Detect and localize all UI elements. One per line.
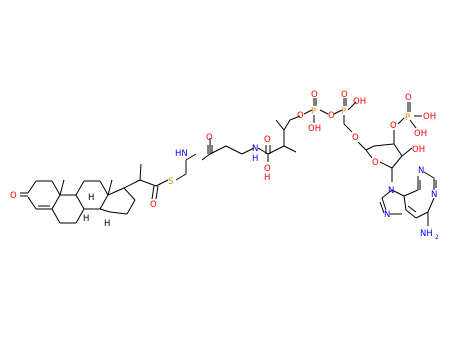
adenine-n9-label: N (388, 186, 394, 196)
amide2-nitrogen-label: N (252, 144, 258, 154)
amide2-oxygen-label: O (264, 135, 271, 145)
adenine-rings (379, 171, 437, 226)
ribose-3-oxygen-label: O (390, 121, 397, 131)
ribose-ring (357, 130, 413, 182)
bridge-oxygen-label: O (328, 111, 335, 121)
phosphate-3-bonds (397, 102, 422, 129)
phosphate-3-hydroxyl-2-label: OH (414, 129, 427, 139)
ester-oxygen-label: O (297, 111, 304, 121)
ribose-ring-oxygen-label: O (372, 158, 379, 168)
hydrogen-label-c9: H (83, 214, 89, 224)
phosphate-1-double-oxygen-label: O (311, 90, 318, 100)
phosphate-2-double-oxygen-label: O (341, 90, 348, 100)
hydrogen-label-c8: H (88, 193, 94, 203)
phosphate-3-double-oxygen-label: O (405, 93, 412, 103)
thioester-oxygen-label: O (150, 200, 157, 210)
thioester-sulfur-label: S (168, 177, 173, 187)
ribose-5-oxygen-label: O (352, 133, 359, 143)
pyrophosphate-bonds (303, 98, 357, 133)
hydroxyl-oxygen-label: O (264, 164, 271, 174)
amino-group-subscript: 2 (435, 234, 439, 241)
phosphorus-3-label: P (405, 113, 410, 123)
ribose-2-hydroxyl-label: OH (412, 145, 425, 155)
phosphate-2-hydroxyl-label: OH (353, 97, 366, 107)
phosphorus-2-label: P (341, 107, 346, 117)
amino-group-label: NH (420, 229, 433, 239)
adenine-n3-label: N (418, 166, 424, 176)
hydrogen-label-c14: H (104, 219, 110, 229)
amide-oxygen-label: O (206, 133, 213, 143)
phosphate-3-hydroxyl-1-label: OH (423, 112, 436, 122)
ketone-oxygen-label: O (10, 191, 17, 201)
pantetheine-chain (175, 115, 301, 181)
hydroxyl-hydrogen-label: H (264, 173, 270, 183)
adenine-n1-label: N (431, 190, 437, 200)
phosphorus-1-label: P (311, 107, 316, 117)
amide2-hydrogen-label: H (252, 154, 258, 164)
phosphate-1-hydroxyl-label: OH (308, 124, 321, 134)
amide-nh-label: HN (175, 149, 188, 159)
adenine-n7-label: N (384, 210, 390, 220)
steroid-skeleton (27, 163, 169, 224)
